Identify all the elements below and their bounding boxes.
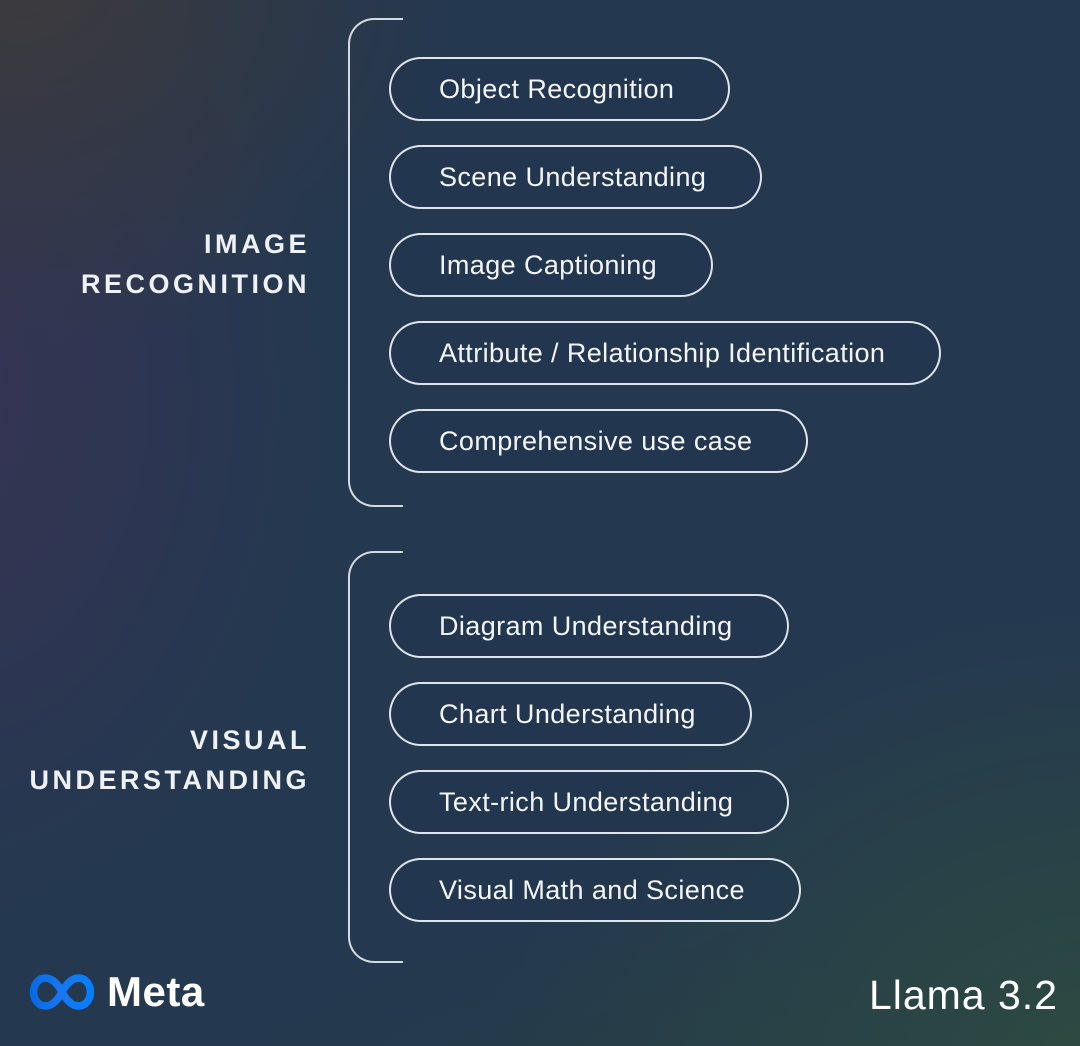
section-label-line: IMAGE: [203, 229, 310, 259]
meta-brand-lockup: Meta: [26, 968, 205, 1016]
pill-group-visual-understanding: Diagram Understanding Chart Understandin…: [389, 594, 801, 922]
section-label-line: RECOGNITION: [80, 269, 310, 299]
capability-pill: Object Recognition: [389, 57, 731, 121]
capability-pill: Chart Understanding: [389, 682, 752, 746]
bracket-visual-understanding: [348, 551, 403, 963]
bracket-image-recognition: [348, 18, 403, 507]
capability-pill: Diagram Understanding: [389, 594, 789, 658]
capability-pill: Scene Understanding: [389, 145, 763, 209]
capability-pill: Comprehensive use case: [389, 409, 809, 473]
capability-pill: Visual Math and Science: [389, 858, 801, 922]
meta-wordmark: Meta: [107, 968, 205, 1015]
section-label-line: VISUAL: [189, 725, 310, 755]
section-label-line: UNDERSTANDING: [29, 765, 310, 795]
section-label-visual-understanding: VISUAL UNDERSTANDING: [0, 720, 310, 800]
product-name-llama: Llama 3.2: [868, 972, 1058, 1018]
meta-infinity-icon: [29, 974, 95, 1010]
capability-pill: Text-rich Understanding: [389, 770, 790, 834]
capability-pill: Image Captioning: [389, 233, 714, 297]
capability-pill: Attribute / Relationship Identification: [389, 321, 942, 385]
section-label-image-recognition: IMAGE RECOGNITION: [0, 224, 310, 304]
pill-group-image-recognition: Object Recognition Scene Understanding I…: [389, 57, 942, 473]
